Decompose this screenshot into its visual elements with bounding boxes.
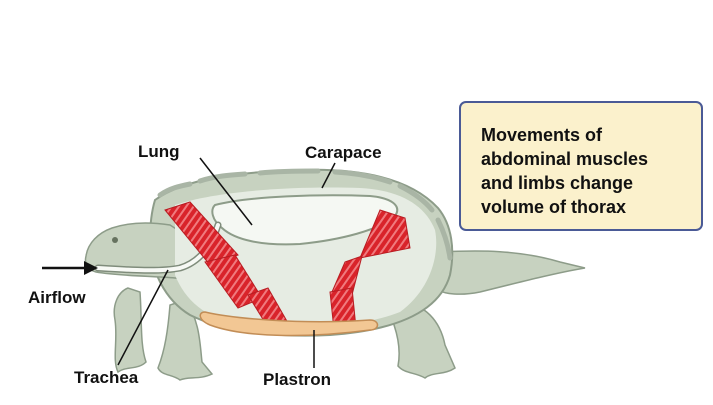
note-line: volume of thorax xyxy=(481,197,627,217)
carapace-rim xyxy=(157,168,453,261)
lung xyxy=(211,194,399,246)
airflow-arrow-icon xyxy=(84,261,98,275)
turtle-front-leg xyxy=(113,287,147,374)
trachea-leader xyxy=(117,269,169,366)
lung-label: Lung xyxy=(138,142,180,161)
plastron-label: Plastron xyxy=(263,370,332,389)
carapace-label: Carapace xyxy=(305,143,382,162)
plastron xyxy=(199,311,379,337)
note-line: Movements of xyxy=(481,125,603,145)
note-line: abdominal muscles xyxy=(481,149,649,169)
lung-leader xyxy=(199,157,253,226)
note-line: and limbs change xyxy=(481,173,634,193)
muscle-front-upper xyxy=(164,201,239,266)
turtle-eye xyxy=(112,237,118,243)
note-box: Movements of abdominal muscles and limbs… xyxy=(459,101,703,231)
trachea-label: Trachea xyxy=(74,368,139,387)
carapace-leader xyxy=(321,162,336,189)
airflow-label: Airflow xyxy=(28,288,86,307)
muscle-rear-upper xyxy=(359,209,411,259)
turtle-front-leg-rear xyxy=(157,299,214,381)
turtle-tail xyxy=(437,250,586,295)
